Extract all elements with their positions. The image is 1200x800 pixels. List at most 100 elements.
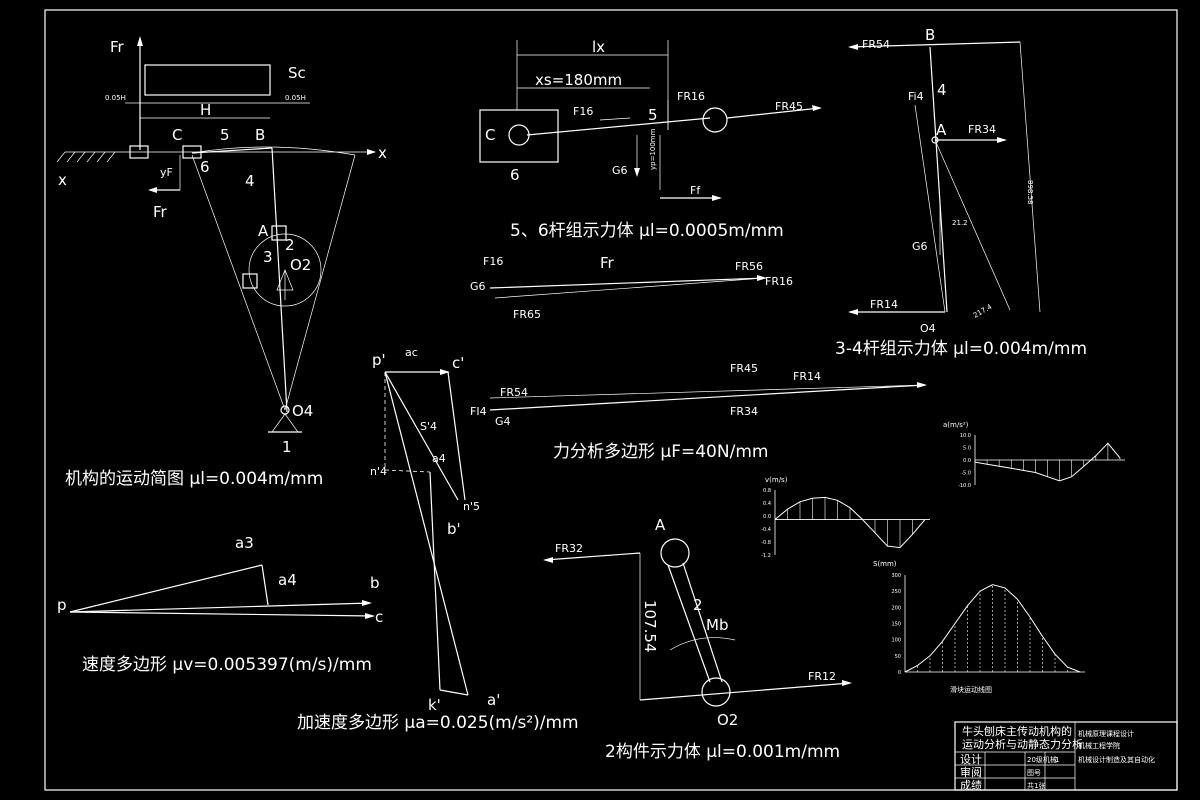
sp-FR65: FR65 [513, 308, 541, 321]
acc-a4: a4 [432, 452, 446, 465]
tb-note2: 机械工程学院 [1078, 741, 1120, 750]
m2-FR32: FR32 [555, 542, 583, 555]
g34-4: 4 [937, 81, 947, 99]
group56-title: 5、6杆组示力体 μl=0.0005m/mm [510, 221, 784, 241]
chart-y-tick-label: 10.0 [960, 433, 971, 439]
g56-Ff: Ff [690, 184, 701, 197]
mech-6: 6 [200, 158, 210, 176]
g56-FR16: FR16 [677, 90, 705, 103]
tb-cell2: 1 [1055, 756, 1059, 764]
chart-y-tick-label: 150 [891, 622, 901, 628]
stroke-box [144, 64, 271, 96]
g56-lx: lx [592, 38, 605, 56]
g56-5: 5 [648, 106, 658, 124]
mech-O2: O2 [290, 256, 311, 274]
acc-b: b' [447, 520, 461, 538]
velocity-chart: v(m/s) 0.80.40.0-0.4-0.8-1.2 [761, 476, 930, 559]
tb-cell3: 图号 [1027, 769, 1041, 777]
g56-FR45: FR45 [775, 100, 803, 113]
chart-y-tick-label: 100 [891, 638, 901, 644]
g34-FR34: FR34 [968, 123, 996, 136]
tb-cell4: 共1张 [1027, 781, 1045, 790]
g34-FR14: FR14 [870, 298, 898, 311]
mech-2: 2 [285, 236, 295, 254]
tb-cell1: 20级机械 [1027, 755, 1057, 764]
tb-r1: 设计 [960, 753, 982, 766]
vel-a3: a3 [235, 534, 254, 552]
vel-b: b [370, 574, 380, 592]
acc-n5: n'5 [463, 500, 480, 513]
mechanism-title: 机构的运动简图 μl=0.004m/mm [65, 469, 323, 489]
chart-series-line [774, 496, 926, 549]
m2-FR12: FR12 [808, 670, 836, 683]
mech-3: 3 [263, 248, 273, 266]
mechanism-diagram: Fr Sc 0.05H 0.05H H x x C 5 B 6 4 yF Fr … [56, 36, 387, 456]
acc-k: k' [428, 696, 441, 714]
chart-y-tick-label: 5.0 [963, 446, 971, 452]
sp-FR56: FR56 [735, 260, 763, 273]
link-4 [271, 147, 288, 413]
mech-H: H [200, 101, 211, 119]
crank-circle [248, 233, 322, 307]
g34-B: B [925, 26, 935, 44]
g56-F16: F16 [573, 105, 593, 118]
chart-y-tick-label: -5.0 [961, 471, 971, 477]
acc-n4: n'4 [370, 465, 387, 478]
tb-r2: 审阅 [960, 765, 982, 779]
small-force-polygon: F16 Fr FR56 FR16 G6 FR65 [470, 254, 793, 321]
g56-6: 6 [510, 166, 520, 184]
velocity-polygon: a3 a4 b p c [57, 534, 383, 626]
m2-Mb: Mb [706, 616, 728, 634]
mech-1: 1 [282, 438, 292, 456]
acc-S4: S'4 [420, 420, 437, 433]
member2-title: 2构件示力体 μl=0.001m/mm [605, 742, 840, 762]
velocity-title: 速度多边形 μv=0.005397(m/s)/mm [82, 655, 372, 675]
g34-dim2: 21.2 [952, 219, 968, 227]
chart-y-tick-label: -0.4 [761, 527, 771, 533]
sp-F16: F16 [483, 255, 503, 268]
tb-note3: 机械设计制造及其自动化 [1078, 755, 1155, 764]
chart-a-ylabel: a(m/s²) [943, 421, 969, 429]
mech-yF: yF [160, 166, 173, 179]
tb-line1: 牛头刨床主传动机构的 [962, 724, 1072, 738]
m2-O2: O2 [717, 711, 738, 729]
g34-O4: O4 [920, 322, 936, 335]
g34-A: A [936, 121, 947, 139]
tb-r3: 成绩 [960, 779, 982, 792]
mech-5: 5 [220, 126, 230, 144]
mech-C: C [172, 126, 182, 144]
mech-Fr-top: Fr [110, 38, 125, 56]
group-56-free-body: lx xs=180mm C 6 FR45 FR16 F16 5 G6 yp=10… [479, 38, 822, 201]
g34-G6: G6 [912, 240, 928, 253]
fp-FI4: FI4 [470, 405, 487, 418]
g56-C: C [485, 126, 495, 144]
acceleration-chart: a(m/s²) 10.05.00.0-5.0-10.0 [943, 421, 1125, 489]
chart-y-tick-label: -1.2 [761, 553, 771, 559]
mech-Fr-low: Fr [153, 203, 168, 221]
group34-title: 3-4杆组示力体 μl=0.004m/mm [835, 339, 1087, 359]
group-34-free-body: FR54 B 898.58 4 Fi4 A FR34 21.2 G6 FR14 … [848, 26, 1041, 335]
mech-x-right: x [378, 144, 387, 162]
chart-v-ylabel: v(m/s) [765, 476, 788, 484]
m2-2: 2 [693, 596, 703, 614]
fp-FR45: FR45 [730, 362, 758, 375]
tb-note1: 机械原理课程设计 [1078, 729, 1134, 738]
chart-y-tick-label: -0.8 [761, 540, 771, 546]
mech-005H-right: 0.05H [285, 94, 306, 102]
mech-Sc: Sc [288, 64, 306, 82]
acc-p: p' [372, 351, 386, 369]
g34-dim3: 217.4 [972, 303, 994, 320]
acc-a: a' [487, 691, 500, 709]
fp-FR34: FR34 [730, 405, 758, 418]
chart-y-tick-label: 0.8 [763, 488, 771, 494]
g34-Fi4: Fi4 [908, 90, 924, 103]
chart-series-line [904, 584, 1081, 673]
sp-FR16: FR16 [765, 275, 793, 288]
motion-graph-title: 滑块运动线图 [950, 685, 992, 694]
accel-title: 加速度多边形 μa=0.025(m/s²)/mm [297, 713, 579, 733]
fp-FR14: FR14 [793, 370, 821, 383]
fp-FR54: FR54 [500, 386, 528, 399]
mech-B: B [255, 126, 265, 144]
g34-dim1: 898.58 [1026, 180, 1034, 205]
